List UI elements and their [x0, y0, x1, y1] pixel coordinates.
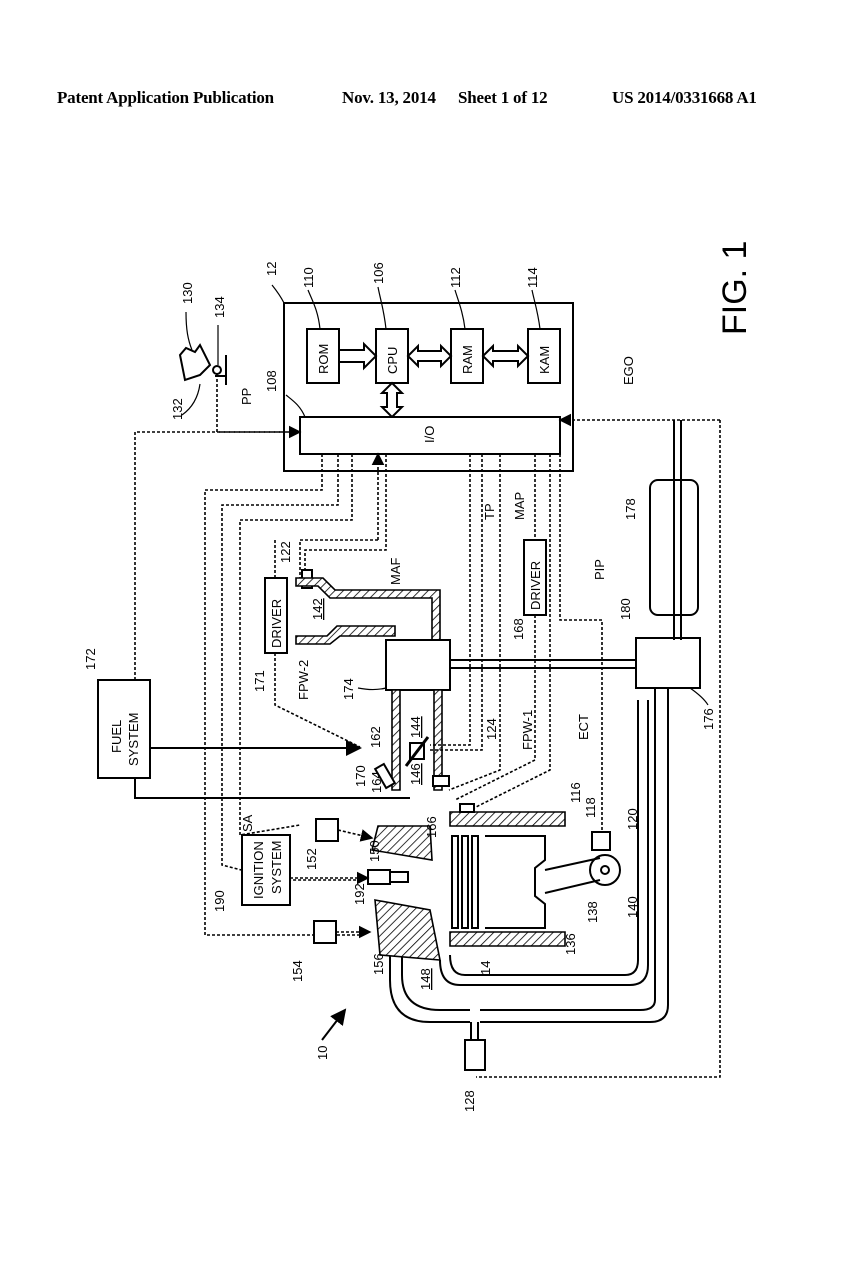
- header-publication-type: Patent Application Publication: [57, 88, 274, 107]
- valve-actuator-154: [313, 920, 337, 944]
- ref-label-cylinder: 14: [478, 961, 493, 975]
- driver-171-block: [264, 577, 288, 654]
- figure-title: FIG. 1: [716, 241, 754, 335]
- ref-label-sensor-120: 120: [625, 808, 640, 830]
- signal-ego: EGO: [621, 356, 636, 385]
- sensor-120: [591, 831, 611, 851]
- ref-label-throttle: 162: [368, 726, 383, 748]
- crankshaft-140: [589, 854, 621, 886]
- ram-label: RAM: [460, 345, 475, 374]
- ref-label-cpu: 106: [371, 262, 386, 284]
- ref-label-injector-170: 170: [353, 765, 368, 787]
- ref-label-map-sensor: 124: [484, 718, 499, 740]
- ref-label-intake-valve: 150: [367, 840, 382, 862]
- signal-pp: PP: [239, 388, 254, 405]
- ref-label-valve-act-2: 154: [290, 960, 305, 982]
- rom-label: ROM: [316, 344, 331, 374]
- ref-label-engine: 10: [315, 1046, 330, 1060]
- ref-label-fuel-system: 172: [83, 648, 98, 670]
- signal-fpw1: FPW-1: [520, 710, 535, 750]
- ref-label-ignition-system: 190: [212, 890, 227, 912]
- signal-maf: MAF: [388, 558, 403, 586]
- ref-label-cylinder-wall: 136: [563, 933, 578, 955]
- ref-label-crankshaft: 140: [625, 896, 640, 918]
- signal-pip: PIP: [592, 559, 607, 580]
- ref-label-turbine: 176: [701, 708, 716, 730]
- ignition-system-block: [241, 834, 291, 906]
- ref-label-injector-166: 166: [424, 816, 439, 838]
- io-block: [299, 416, 561, 455]
- ref-label-ram: 112: [448, 267, 463, 288]
- compressor-174: [385, 639, 451, 691]
- signal-tp: TP: [482, 503, 497, 520]
- io-label: I/O: [422, 426, 437, 443]
- valve-actuator-152: [315, 818, 339, 842]
- signal-ect: ECT: [576, 714, 591, 740]
- ref-label-piston: 138: [585, 901, 600, 923]
- ref-label-kam: 114: [525, 267, 540, 288]
- cpu-label: CPU: [385, 347, 400, 374]
- turbine-176: [635, 637, 701, 689]
- ref-label-driver-171: 171: [252, 670, 267, 692]
- ref-label-sensor-118: 118: [583, 797, 598, 818]
- piston-138: [485, 835, 546, 929]
- ref-label-pedal: 130: [180, 282, 195, 304]
- ref-label-exhaust-passage: 148: [418, 968, 433, 990]
- ref-label-intake-port: 146: [408, 763, 423, 785]
- fuel-system-label-line1: FUEL: [109, 720, 124, 753]
- ref-label-pedal-foot: 132: [170, 398, 185, 420]
- ignition-system-label-line1: IGNITION: [251, 841, 266, 899]
- ref-label-pedal-sensor: 134: [212, 296, 227, 318]
- accelerator-pedal: 130 134 132 PP: [170, 282, 302, 439]
- kam-block: [527, 328, 561, 384]
- ref-label-rom: 110: [301, 267, 316, 288]
- driver-171-label: DRIVER: [269, 599, 284, 648]
- ref-label-io: 108: [264, 370, 279, 392]
- cpu-block: [375, 328, 409, 384]
- fuel-system-label-line2: SYSTEM: [126, 713, 141, 766]
- ref-label-controller: 12: [264, 262, 279, 276]
- header-sheet: Sheet 1 of 12: [458, 88, 548, 107]
- controller-12: 12 ROM 110 CPU 106 RAM 112 KAM 114 I/O 1…: [264, 262, 574, 472]
- ignition-system-label-line2: SYSTEM: [269, 841, 284, 894]
- driver-168-label: DRIVER: [528, 561, 543, 610]
- header-patent-number: US 2014/0331668 A1: [612, 88, 757, 107]
- ref-label-maf-sensor: 122: [278, 541, 293, 563]
- signal-fpw2: FPW-2: [296, 660, 311, 700]
- signal-sa: SA: [240, 814, 255, 832]
- ref-label-spark-plug: 192: [352, 883, 367, 905]
- ref-label-intake-manifold: 144: [408, 716, 423, 738]
- ref-label-intake-passage: 142: [310, 598, 325, 620]
- ref-label-valve-act-1: 152: [304, 848, 319, 870]
- rom-block: [306, 328, 340, 384]
- header-date: Nov. 13, 2014: [342, 88, 436, 107]
- ref-label-ego-sensor: 128: [462, 1090, 477, 1112]
- signal-map: MAP: [512, 492, 527, 520]
- ref-label-driver-168: 168: [511, 618, 526, 640]
- ref-label-compressor: 174: [341, 678, 356, 700]
- kam-label: KAM: [537, 346, 552, 374]
- ego-sensor-128: [464, 1039, 486, 1071]
- ref-label-sensor-116: 116: [568, 782, 583, 803]
- fuel-system-block: [97, 679, 151, 779]
- ref-label-shaft: 180: [618, 598, 633, 620]
- ref-label-exhaust-valve: 156: [371, 953, 386, 975]
- ref-label-emission-device: 178: [623, 498, 638, 520]
